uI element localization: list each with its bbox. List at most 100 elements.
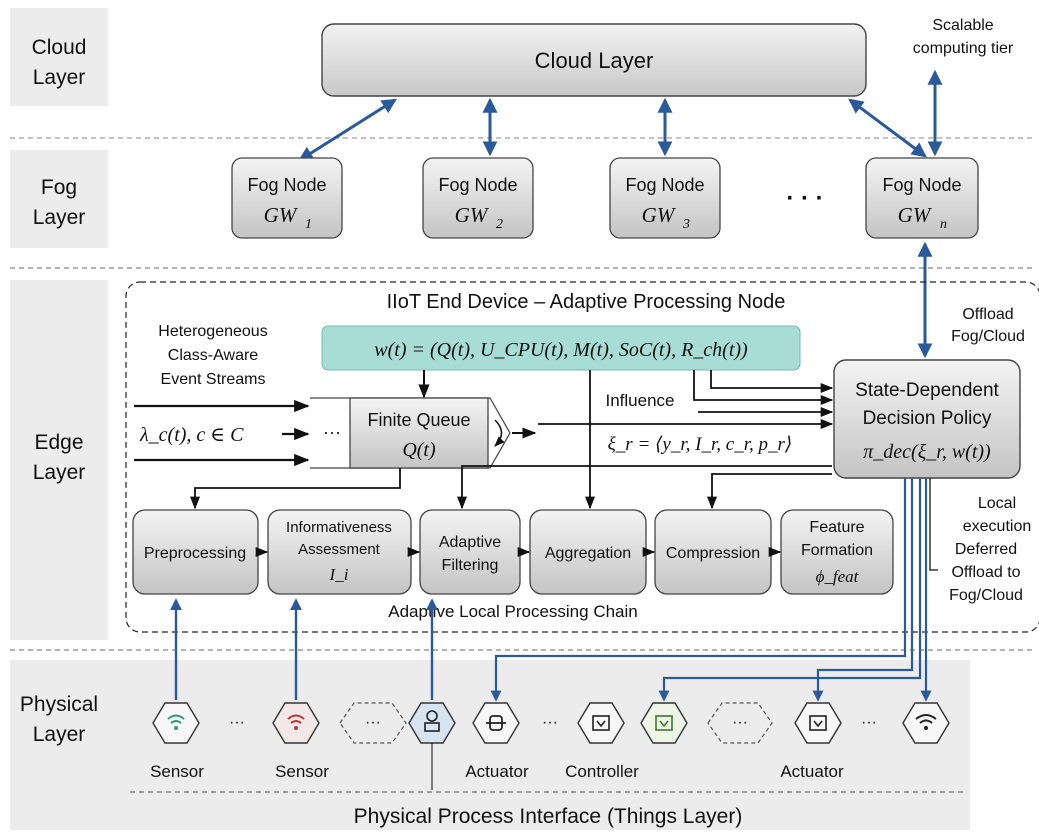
sensor-1 (152, 702, 200, 744)
fog-node-3-gw: GW (642, 203, 677, 227)
policy-label-1: State-Dependent (855, 380, 999, 401)
phys-ellipsis-5: ··· (861, 714, 877, 731)
fog-node-1-gw: GW (264, 203, 299, 227)
fog-node-n-label: Fog Node (882, 175, 961, 195)
fog-node-n-sub: n (940, 217, 947, 232)
iiot-device-boundary (125, 281, 1039, 633)
chain-adaptive-filtering: Adaptive Filtering (419, 509, 521, 595)
chain-compression-label: Compression (666, 545, 760, 562)
actuator-1 (472, 702, 520, 744)
policy-control-lines (490, 478, 932, 702)
influence-arrows (538, 370, 834, 430)
chain-filtering-label-2: Filtering (442, 557, 499, 574)
fog-layer-label-1: Fog (41, 176, 77, 199)
edge-layer-label-1: Edge (34, 431, 83, 454)
fog-node-2-gw: GW (455, 203, 490, 227)
fog-node-1: Fog Node GW 1 (231, 157, 343, 239)
chain-informativeness: Informativeness Assessment I_i (267, 509, 412, 595)
cloud-note-2: computing tier (913, 40, 1014, 57)
state-vector-box (321, 325, 801, 371)
cloud-layer-label-1: Cloud (32, 36, 87, 59)
chain-feature-label-2: Formation (801, 542, 873, 559)
fog-node-1-sub: 1 (305, 217, 312, 232)
chip-icon (592, 715, 610, 731)
local-exec-2: execution (963, 518, 1032, 535)
device-label-actuator-2: Actuator (780, 762, 844, 781)
cloud-fog-links (298, 69, 943, 162)
gateway-device (408, 702, 456, 744)
cloud-layer-label-2: Layer (33, 66, 86, 89)
edge-layer-label-2: Layer (33, 461, 86, 484)
deferred-2: Offload to (951, 564, 1020, 581)
influence-label: Influence (606, 391, 675, 410)
streams-label-2: Class-Aware (168, 347, 259, 364)
fog-node-1-label: Fog Node (247, 175, 326, 195)
queue-ellipsis: ··· (323, 422, 341, 442)
chain-preprocessing-label: Preprocessing (144, 545, 246, 562)
chain-feature-label-3: ϕ_feat (816, 567, 860, 586)
deferred-1: Deferred (955, 541, 1017, 558)
physical-layer-band (10, 660, 970, 830)
streams-label-3: Event Streams (161, 371, 266, 388)
chain-informativeness-label-2: Assessment (298, 541, 381, 558)
device-label-actuator-1: Actuator (465, 762, 529, 781)
fog-node-3-label: Fog Node (625, 175, 704, 195)
deferred-connector (929, 478, 938, 571)
stream-arrows (134, 399, 310, 467)
chain-filtering-label-1: Adaptive (439, 534, 501, 551)
local-exec-1: Local (978, 495, 1016, 512)
fog-layer-band (10, 150, 108, 248)
phys-ellipsis-2: ··· (365, 714, 381, 731)
fog-layer-label-2: Layer (33, 206, 86, 229)
chain-feature-formation: Feature Formation ϕ_feat (780, 509, 894, 595)
device-label-sensor-1: Sensor (150, 762, 204, 781)
queue-var: Q(t) (402, 439, 436, 461)
gateway-icon (424, 710, 440, 732)
chain-informativeness-label-1: Informativeness (286, 519, 392, 536)
chain-aggregation: Aggregation (529, 509, 647, 595)
fog-node-n-gw: GW (898, 203, 933, 227)
fog-node-2: Fog Node GW 2 (422, 157, 534, 239)
physical-layer-label-2: Layer (33, 723, 86, 746)
device-label-controller: Controller (565, 762, 639, 781)
streams-label-1: Heterogeneous (158, 323, 267, 340)
device-title: IIoT End Device – Adaptive Processing No… (387, 291, 786, 313)
offload-label-1: Offload (962, 306, 1013, 323)
offload-label-2: Fog/Cloud (951, 328, 1025, 345)
wifi-icon (287, 714, 305, 724)
chain-label: Adaptive Local Processing Chain (388, 602, 637, 621)
xi-label: ξ_r = ⟨y_r, I_r, c_r, p_r⟩ (608, 434, 793, 455)
chip-icon (809, 715, 827, 731)
cloud-layer-title: Cloud Layer (535, 48, 654, 73)
device-label-sensor-2: Sensor (275, 762, 329, 781)
controller-2 (640, 702, 688, 744)
wifi-icon (167, 714, 185, 724)
chain-feature-label-1: Feature (809, 519, 864, 536)
queue-label: Finite Queue (367, 410, 470, 430)
cloud-layer-box (321, 23, 867, 97)
queue-loop-arrow (494, 419, 505, 447)
fog-node-n: Fog Node GW n (865, 157, 979, 239)
link-cloud-gwn (848, 98, 927, 158)
link-cloud-gw1 (298, 98, 397, 162)
fog-node-3-sub: 3 (682, 217, 690, 232)
chain-compression: Compression (654, 509, 772, 595)
policy-label-2: Decision Policy (863, 408, 992, 429)
queue-to-chain-arrows (189, 370, 832, 510)
chain-aggregation-label: Aggregation (545, 545, 631, 562)
wifi-icon (915, 714, 937, 724)
actuator-icon (486, 715, 506, 731)
physical-layer-label-1: Physical (20, 693, 98, 716)
wireless-node (902, 702, 950, 744)
policy-label-3: π_dec(ξ_r, w(t)) (863, 441, 991, 463)
phys-ellipsis-1: ··· (229, 714, 245, 731)
fog-node-2-sub: 2 (496, 217, 503, 232)
physical-interface-label: Physical Process Interface (Things Layer… (354, 805, 743, 828)
controller-1 (577, 702, 625, 744)
state-vector: w(t) = (Q(t), U_CPU(t), M(t), SoC(t), R_… (374, 339, 748, 361)
sensor-uplinks (170, 598, 438, 700)
cloud-note-1: Scalable (932, 17, 993, 34)
fog-node-3: Fog Node GW 3 (609, 157, 721, 239)
cloud-layer-band (10, 8, 108, 106)
